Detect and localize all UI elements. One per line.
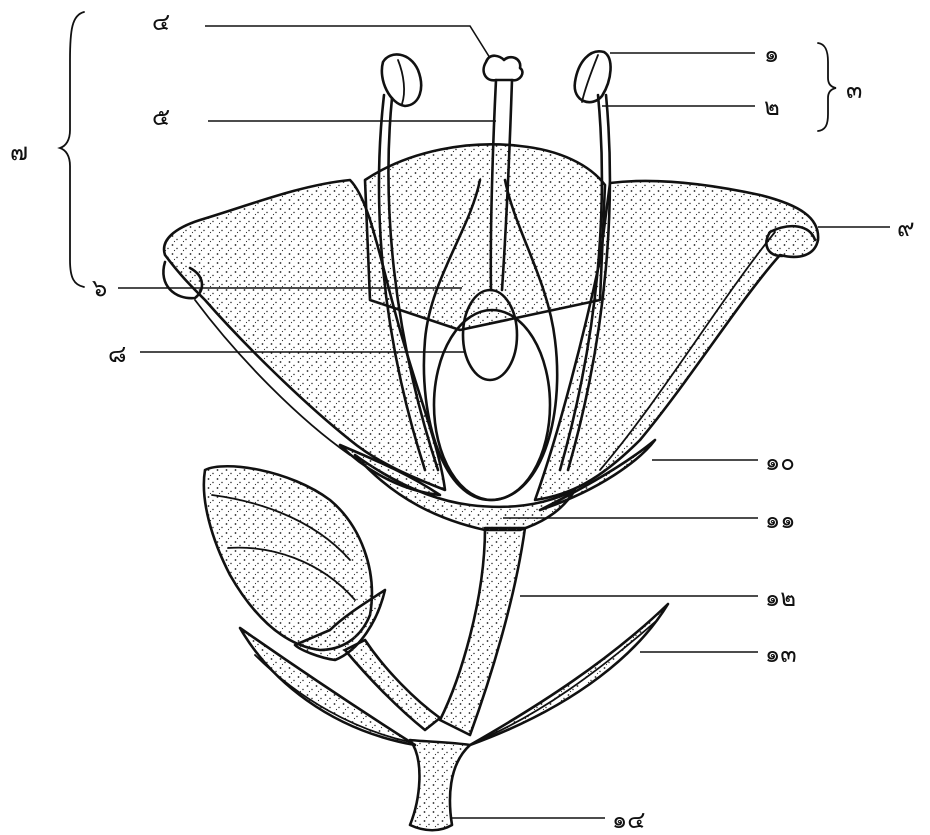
label-10: ๑๐ (765, 448, 795, 476)
label-7: ๗ (10, 138, 28, 166)
label-12: ๑๒ (765, 584, 796, 612)
label-2: ๒ (764, 93, 780, 121)
stem-base (410, 740, 470, 830)
label-6: ๖ (92, 274, 107, 302)
ovary-chamber (434, 310, 550, 500)
left-anther (382, 54, 421, 106)
label-4: ๔ (152, 8, 170, 36)
label-8: ๘ (108, 340, 127, 368)
bracket-seven (60, 12, 84, 287)
stigma (484, 56, 523, 81)
left-anther-line (398, 60, 404, 104)
label-5: ๕ (152, 103, 170, 131)
label-14: ๑๔ (612, 806, 645, 834)
label-13: ๑๓ (765, 640, 797, 668)
back-petal (365, 144, 605, 330)
label-9: ๙ (897, 214, 915, 242)
pedicel (440, 528, 525, 735)
right-anther-line (582, 55, 598, 102)
label-3: ๓ (846, 76, 862, 104)
leader-4 (205, 26, 490, 58)
bracket-three (818, 43, 836, 131)
label-11: ๑๑ (765, 506, 795, 534)
label-1: ๑ (764, 40, 779, 68)
